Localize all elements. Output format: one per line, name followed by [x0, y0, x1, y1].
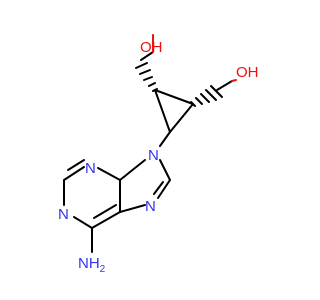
bond-cp-left: [154, 89, 171, 133]
atom-nh2-main: NH: [78, 255, 100, 272]
atom-oh-left: OH: [140, 39, 163, 56]
bond-c4-n3: [97, 167, 121, 181]
hashed-bond-right: [190, 85, 223, 107]
bond-c8-n7-double: [153, 181, 164, 195]
bond-ch2-right-o-carbon: [216, 80, 233, 91]
atom-n9: N: [148, 147, 159, 164]
atom-n1: N: [58, 206, 69, 223]
bond-n9-c8: [159, 159, 171, 181]
atom-n7: N: [145, 198, 156, 215]
molecule-structure: OH OH N N N N NH2: [58, 34, 259, 275]
bond-c8-n7: [157, 179, 171, 199]
atom-n3: N: [85, 160, 96, 177]
bond-cp-right: [169, 103, 194, 133]
bond-n3-c2-double: [67, 159, 85, 171]
atom-nh2: NH2: [78, 255, 106, 275]
bond-n1-c6: [73, 216, 93, 229]
molecule-canvas: OH OH N N N N NH2: [58, 34, 259, 275]
bond-c6-c5-double: [93, 204, 117, 219]
bond-cp-n9: [159, 131, 171, 147]
bond-c4-n9: [119, 159, 146, 181]
bond-c6-c5: [91, 211, 121, 229]
atom-nh2-subscript: 2: [100, 264, 106, 275]
bond-ch2-left-o-carbon: [140, 51, 154, 61]
bond-n7-c5: [119, 204, 146, 213]
atom-oh-right: OH: [236, 64, 259, 81]
hashed-bond-left: [135, 62, 158, 92]
bond-ch2-right-o: [231, 79, 237, 82]
bond-n3-c2: [63, 166, 85, 181]
bond-cp-top: [154, 89, 194, 105]
